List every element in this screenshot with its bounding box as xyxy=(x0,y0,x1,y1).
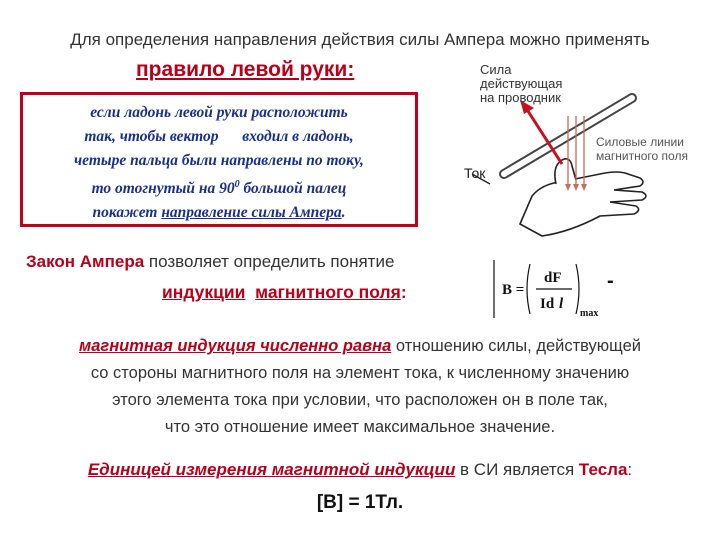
force-label-3: на проводник xyxy=(480,90,561,105)
force-arrow xyxy=(520,100,564,165)
force-label-2: действующая xyxy=(480,76,562,91)
force-label-1: Сила xyxy=(480,62,512,77)
current-arrow xyxy=(471,173,491,185)
rule-line-1: если ладонь левой руки расположить xyxy=(90,104,348,121)
left-hand-rule-box: если ладонь левой руки расположить так, … xyxy=(20,92,418,227)
rule-line-4: то отогнутый на 900 большой палец xyxy=(91,179,347,198)
rule-line-2: так, чтобы вектор входил в ладонь, xyxy=(84,128,354,145)
ampere-law-name: Закон Ампера xyxy=(26,252,145,271)
induction-formula: B = dF Id l max xyxy=(493,260,598,319)
unit-line: Единицей измерения магнитной индукции в … xyxy=(87,460,633,479)
formula-denominator-b: l xyxy=(559,296,564,312)
left-hand-rule-figure: Сила действующая на проводник Силовые ли… xyxy=(464,62,688,237)
formula-dash: - xyxy=(607,270,614,292)
left-hand-shape xyxy=(518,171,647,237)
induction-concept-line: индукции магнитного поля: xyxy=(162,282,407,302)
field-label-1: Силовые линии xyxy=(596,135,684,149)
intro-text: Для определения направления действия сил… xyxy=(70,30,650,49)
rule-line-3: четыре пальца были направлены по току, xyxy=(74,152,364,169)
thumb-shape xyxy=(554,158,577,185)
definition-lead: магнитная индукция численно равна xyxy=(79,337,392,355)
formula-numerator: dF xyxy=(544,270,562,286)
formula-lhs: B = xyxy=(502,282,524,298)
current-label: Ток xyxy=(464,165,486,181)
formula-subscript: max xyxy=(580,308,598,319)
formula-denominator-a: Id xyxy=(540,296,555,312)
ampere-law-line: Закон Ампера позволяет определить поняти… xyxy=(26,252,395,271)
induction-definition: магнитная индукция численно равна отноше… xyxy=(79,337,641,436)
field-lines xyxy=(565,116,587,191)
field-label-2: магнитного поля xyxy=(596,149,688,163)
unit-equation: [B] = 1Тл. xyxy=(316,492,404,513)
tesla-unit: Тесла xyxy=(578,460,628,479)
rule-line-5: покажет направление силы Ампера. xyxy=(92,204,346,222)
rule-title: правило левой руки: xyxy=(136,58,355,81)
